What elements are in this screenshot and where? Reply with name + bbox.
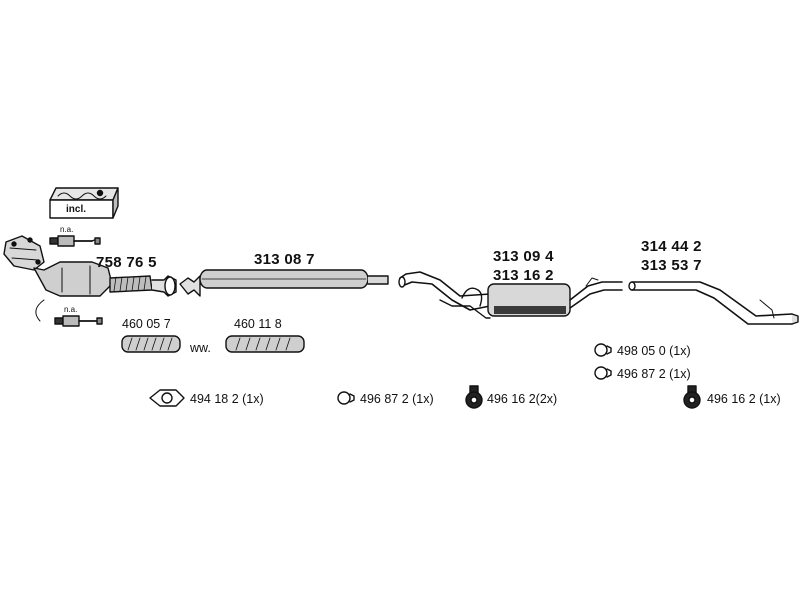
flex-pipe-left [121,335,181,353]
flange-gasket-icon [149,389,185,407]
not-applicable-label-lower: n.a. [64,305,78,314]
part-number-rear-silencer-b: 313 16 2 [493,267,554,284]
accessory-label: 494 18 2 (1x) [190,392,264,406]
lambda-sensor-upper [49,235,101,247]
flex-pipe-right [225,335,305,353]
lambda-sensor-lower [35,299,103,327]
clamp-icon [594,366,612,380]
accessory-label: 498 05 0 (1x) [617,344,691,358]
clamp-icon [594,343,612,357]
accessory-label: 496 87 2 (1x) [617,367,691,381]
part-number-catalyst: 758 76 5 [96,254,157,271]
rubber-mount-icon [683,385,701,409]
part-number-flex-pipe-left: 460 05 7 [122,317,171,331]
rubber-mount-icon [465,385,483,409]
accessory-label: 496 16 2 (1x) [707,392,781,406]
rear-silencer [398,271,623,319]
included-label: incl. [66,204,87,215]
catalytic-converter [3,235,177,297]
clamp-icon [337,391,355,405]
accessory-label: 496 87 2 (1x) [360,392,434,406]
part-number-middle-silencer: 313 08 7 [254,251,315,268]
middle-silencer [179,269,389,297]
part-number-tail-pipe-b: 313 53 7 [641,257,702,274]
tail-pipe [628,281,799,325]
alternative-label: ww. [190,341,211,355]
not-applicable-label-upper: n.a. [60,225,74,234]
part-number-flex-pipe-right: 460 11 8 [234,317,282,331]
included-kit-box [49,187,119,219]
part-number-tail-pipe-a: 314 44 2 [641,238,702,255]
accessory-label: 496 16 2(2x) [487,392,558,406]
part-number-rear-silencer-a: 313 09 4 [493,248,554,265]
